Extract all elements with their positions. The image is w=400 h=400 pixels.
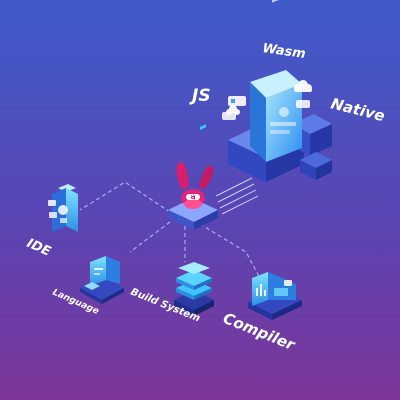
language-monitor-icon [80, 256, 124, 304]
compiler-panel-icon [248, 272, 302, 320]
cloud-icon [226, 105, 240, 115]
mascot-rabbit-icon: ᐛ [176, 162, 214, 209]
mascot-badge: ᐛ [190, 194, 195, 202]
floating-cards [222, 96, 310, 120]
line-hub-to-compiler [199, 223, 263, 283]
build-system-stack-icon [174, 262, 214, 316]
line-hub-to-language [129, 221, 171, 253]
connection-lines [79, 181, 263, 283]
label-js: JS [189, 86, 211, 106]
cloud-icon [294, 80, 312, 92]
hub-chip [168, 124, 218, 230]
phone-device [250, 0, 302, 162]
ide-phone-icon [48, 184, 78, 232]
label-wasm: Wasm [261, 41, 306, 62]
hub-speed-lines [215, 177, 259, 215]
